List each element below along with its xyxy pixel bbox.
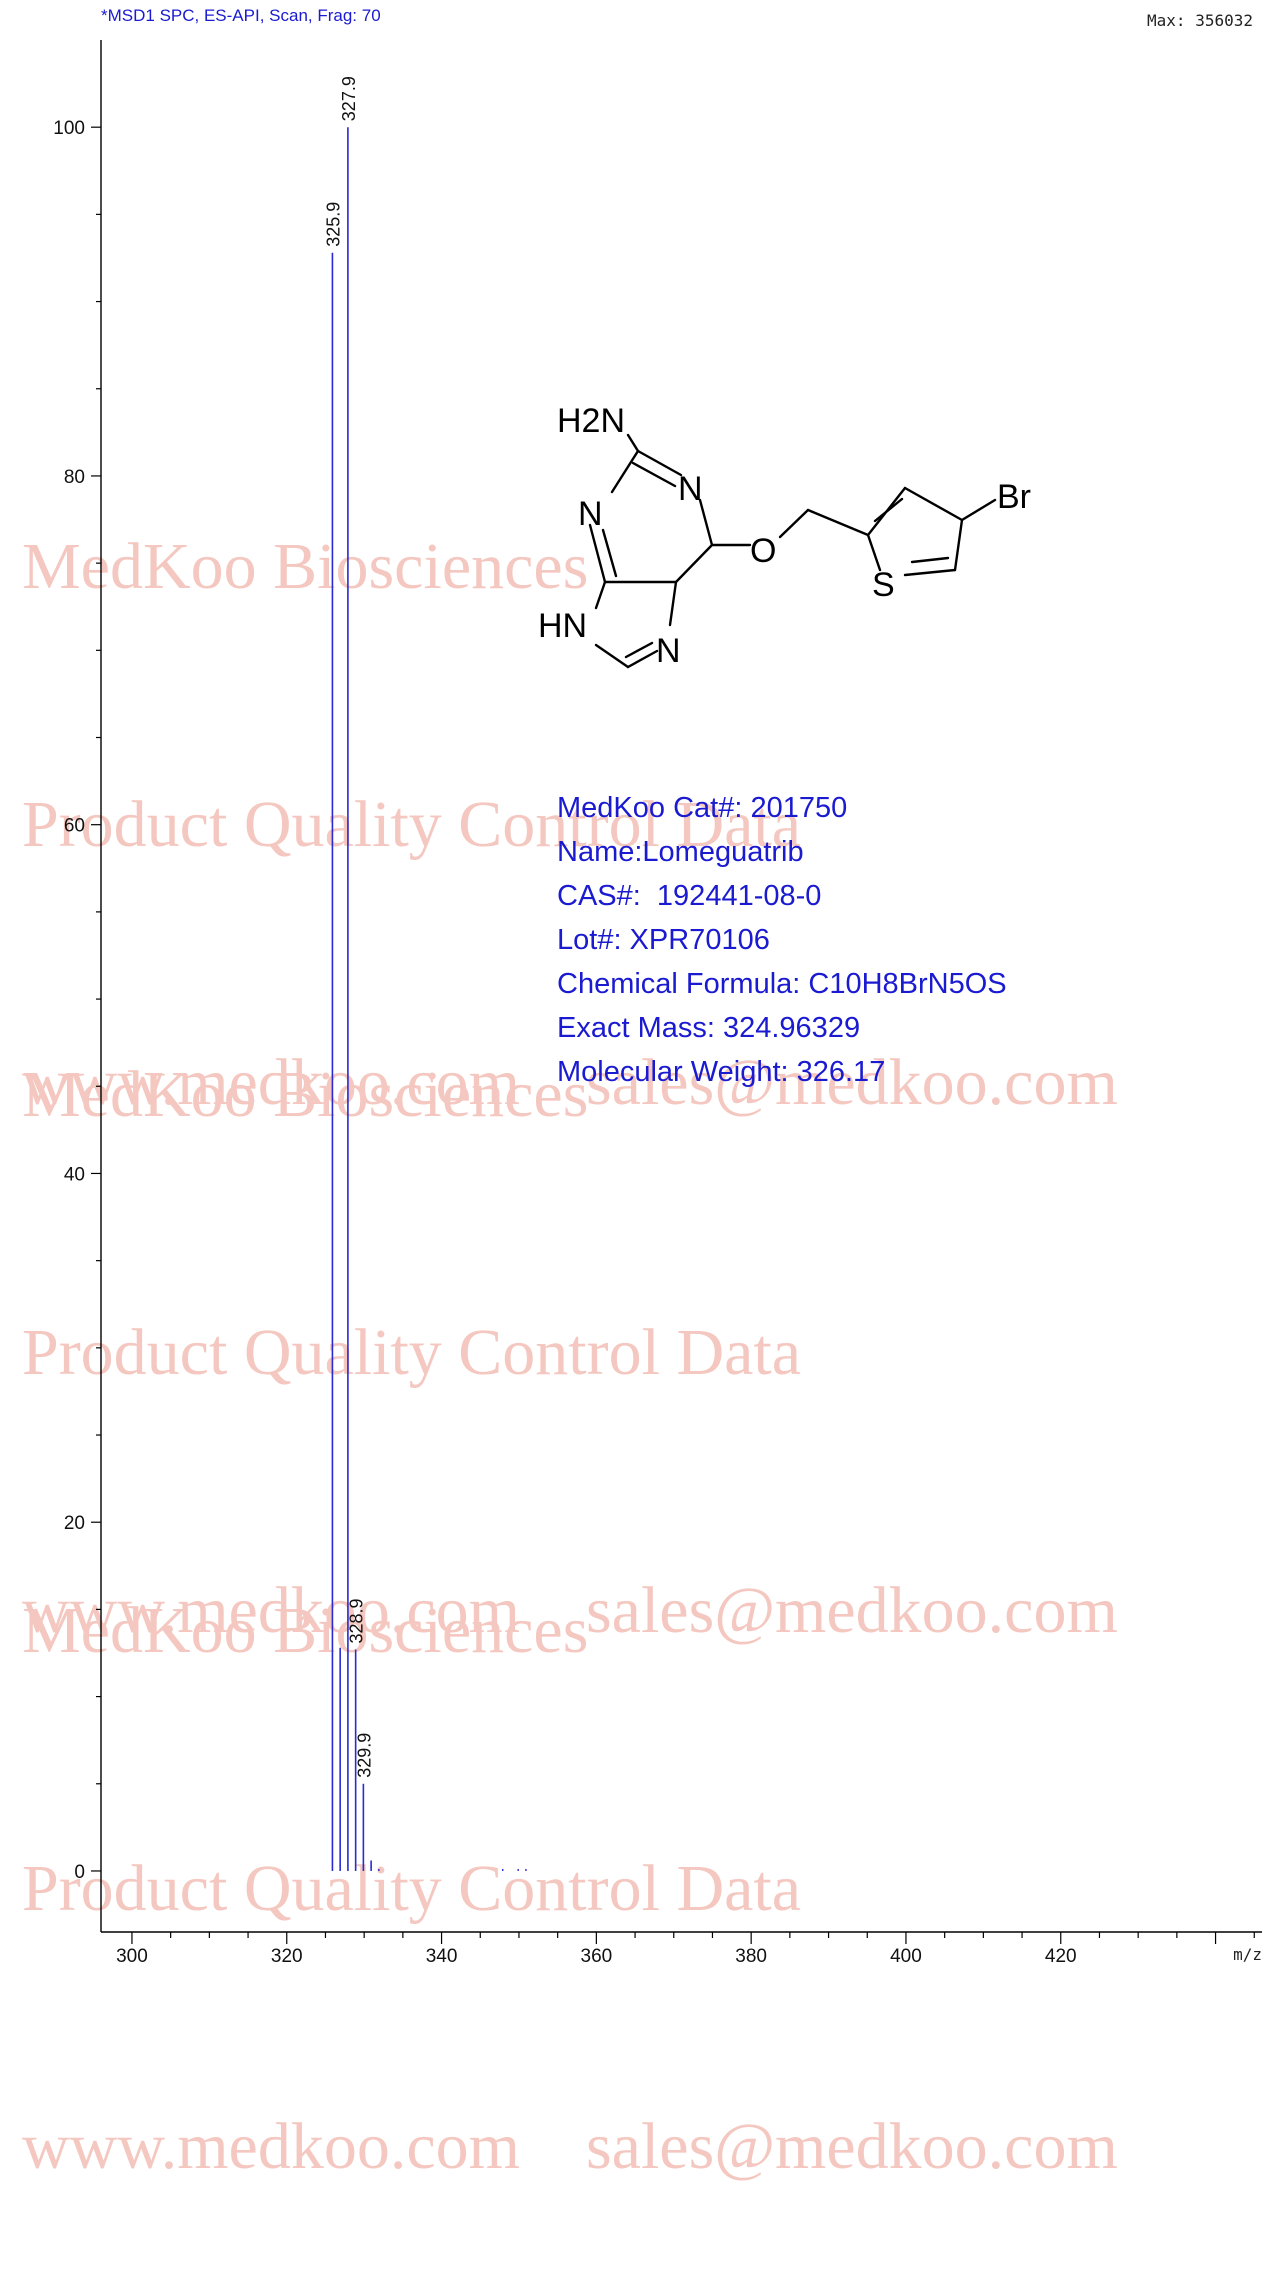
atom-label-oxygen: O	[750, 532, 776, 570]
atom-label-amine: H2N	[557, 402, 625, 440]
watermark-line: MedKoo Biosciences	[22, 1594, 589, 1667]
watermark-block-1: MedKoo Biosciences Product Quality Contr…	[22, 352, 1118, 1212]
watermark-block-2: MedKoo Biosciences Product Quality Contr…	[22, 880, 1118, 1740]
cas-number: CAS#: 192441-08-0	[557, 880, 822, 912]
spectrum-title: *MSD1 SPC, ES-API, Scan, Frag: 70	[101, 6, 381, 25]
watermark-line: www.medkoo.com sales@medkoo.com	[22, 1574, 1118, 1647]
x-tick-label: 400	[890, 1946, 922, 1964]
y-tick-label: 40	[64, 1164, 85, 1185]
y-tick-label: 100	[53, 118, 85, 139]
molecular-weight: Molecular Weight: 326.17	[557, 1056, 886, 1088]
watermark-line: www.medkoo.com sales@medkoo.com	[22, 2110, 1118, 2183]
x-tick-label: 360	[581, 1946, 613, 1964]
x-tick-label: 380	[735, 1946, 767, 1964]
y-tick-label: 20	[64, 1513, 85, 1534]
atom-label-n3: N	[578, 495, 603, 533]
peak-label: 328.9	[347, 1598, 367, 1643]
molecule-structure: H2N N N O Br S HN N	[538, 402, 1031, 670]
atom-label-bromine: Br	[997, 478, 1031, 516]
atom-label-n1: N	[678, 470, 703, 508]
y-tick-label: 60	[64, 816, 85, 837]
watermark-line: Product Quality Control Data	[22, 788, 802, 861]
chart-peaks	[331, 127, 527, 1871]
peak-label: 329.9	[354, 1733, 374, 1778]
atom-label-nh: HN	[538, 607, 587, 645]
compound-info: MedKoo Cat#: 201750 Name:Lomeguatrib CAS…	[557, 786, 1007, 1094]
atom-label-n7: N	[656, 632, 681, 670]
exact-mass: Exact Mass: 324.96329	[557, 1012, 861, 1044]
x-tick-label: 300	[116, 1946, 148, 1964]
chart-axes: 0 20 40 60 80 100 300 320 340 360 380 400 420	[53, 40, 1262, 1964]
y-tick-label: 80	[64, 467, 85, 488]
watermark-line: MedKoo Biosciences	[22, 530, 589, 603]
max-abundance: Max: 356032	[1147, 11, 1253, 30]
x-tick-label: 320	[271, 1946, 303, 1964]
lot-number: Lot#: XPR70106	[557, 924, 770, 956]
watermark-line: www.medkoo.com sales@medkoo.com	[22, 1046, 1118, 1119]
x-tick-label: 340	[426, 1946, 458, 1964]
catalog-number: MedKoo Cat#: 201750	[557, 792, 848, 824]
y-tick-label: 0	[74, 1862, 85, 1883]
peak-label: 327.9	[339, 76, 359, 121]
peak-label: 325.9	[323, 202, 343, 247]
chart-peak-labels: 325.9 327.9 328.9 329.9	[323, 76, 374, 1778]
chemical-formula: Chemical Formula: C10H8BrN5OS	[557, 968, 1007, 1000]
watermark-line: MedKoo Biosciences	[22, 1058, 589, 1131]
x-axis-label: m/z	[1233, 1945, 1262, 1964]
x-tick-label: 420	[1045, 1946, 1077, 1964]
compound-name: Name:Lomeguatrib	[557, 836, 804, 868]
watermark-line: Product Quality Control Data	[22, 1316, 802, 1389]
watermark-line: Product Quality Control Data	[22, 1852, 802, 1925]
atom-label-sulfur: S	[872, 566, 895, 604]
